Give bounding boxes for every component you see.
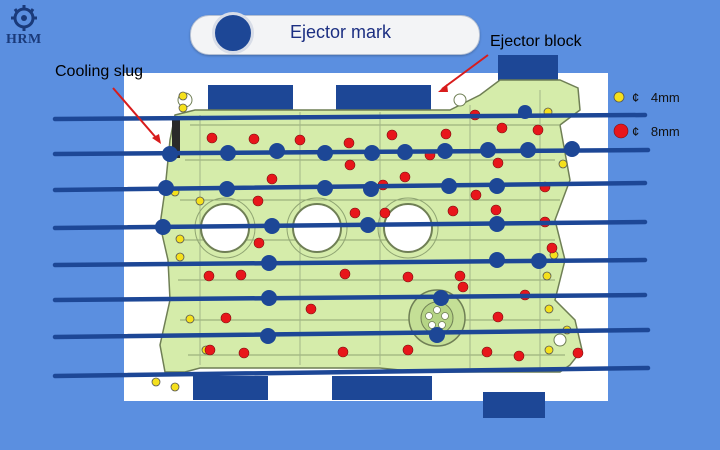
title-bullet-icon [212,12,254,54]
diameter-symbol: ¢ [632,90,640,105]
ejector-block-label: Ejector block [490,33,582,50]
legend-size-label: 4mm [650,90,680,105]
cooling-slug-label: Cooling slug [55,63,144,80]
ejector-block [332,376,432,400]
ejector-block [193,376,268,400]
ejector-marks [155,105,580,344]
legend-item-8mm: ¢ 8mm [632,124,680,139]
large-pins [203,109,584,362]
ejector-block [336,85,431,113]
ejector-block [483,392,545,418]
annotation-arrows [112,54,489,144]
company-logo: HRM [4,4,44,48]
logo-text: HRM [6,32,42,47]
diameter-symbol: ¢ [632,124,640,139]
legend-red-pin-icon [613,123,629,139]
ejector-blocks [193,55,558,418]
legend-size-label: 8mm [650,124,680,139]
ejector-lines [52,112,651,379]
ejector-block [208,85,293,113]
legend-yellow-pin-icon [613,91,625,103]
page-title: Ejector mark [290,22,392,42]
cooling-slug-bar [172,118,180,158]
legend-item-4mm: ¢ 4mm [632,90,680,105]
gear-logo-icon [11,5,37,31]
